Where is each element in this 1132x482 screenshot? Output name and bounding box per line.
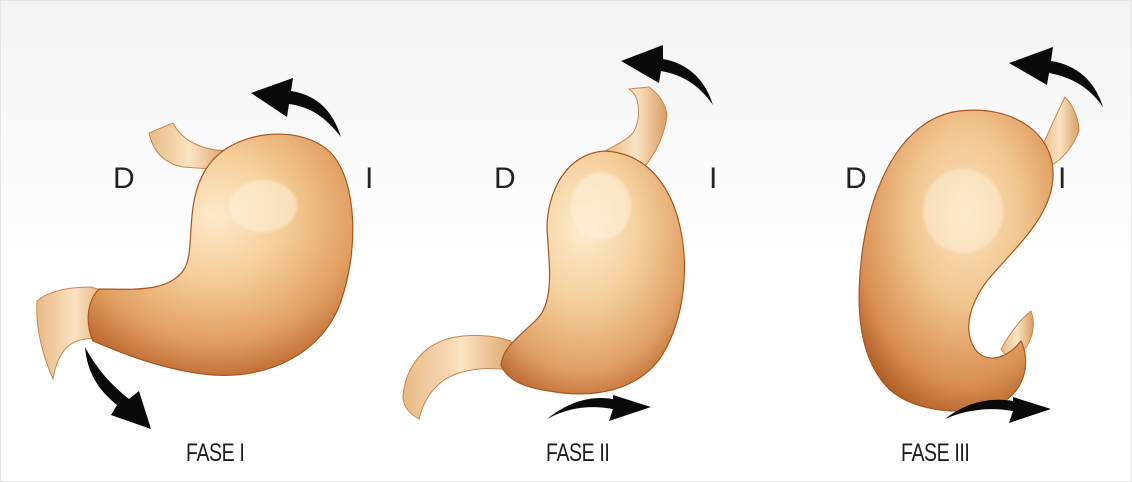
- side-label-d-phase-2: D: [494, 164, 516, 194]
- rotation-arrow-top-phase-1: [251, 78, 341, 137]
- phase-caption-3: FASE III: [901, 441, 969, 466]
- phase-caption-1: FASE I: [186, 441, 244, 466]
- stomach-phase-1: [37, 123, 353, 379]
- side-label-d-phase-1: D: [113, 164, 135, 194]
- side-label-d-phase-3: D: [845, 164, 867, 194]
- rotation-arrow-top-phase-3: [1009, 47, 1103, 107]
- phase-caption-2: FASE II: [546, 441, 609, 466]
- side-label-i-phase-1: I: [365, 164, 373, 194]
- side-label-i-phase-2: I: [709, 164, 717, 194]
- rotation-arrow-bottom-phase-2: [547, 395, 651, 421]
- stomach-phase-2: [403, 87, 684, 419]
- side-label-i-phase-3: I: [1058, 164, 1066, 194]
- stomach-phase-3: [859, 97, 1079, 411]
